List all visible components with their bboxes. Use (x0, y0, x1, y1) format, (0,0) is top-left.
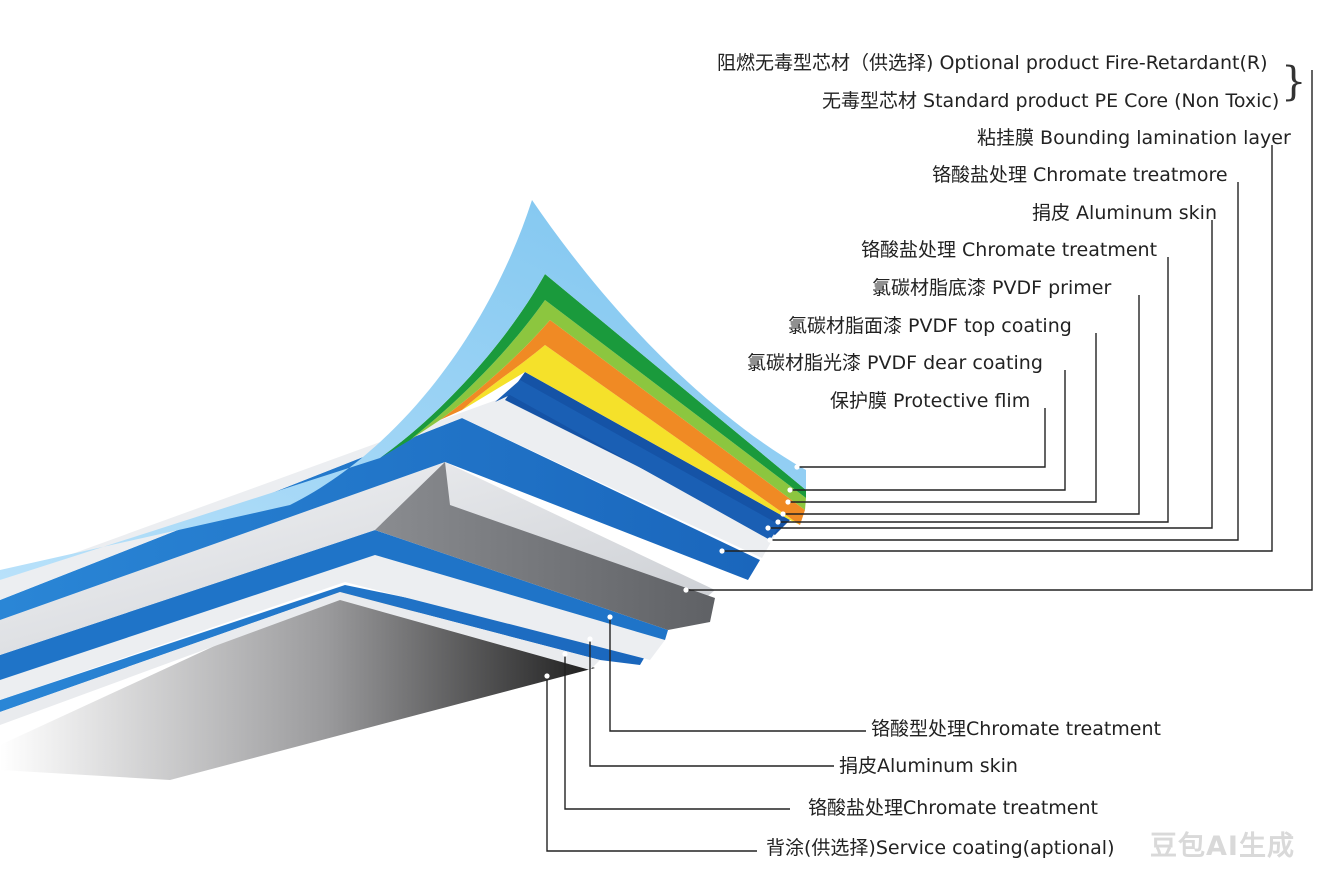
label-chromate-treatment-top: 铬酸盐处理 Chromate treatment (861, 239, 1158, 261)
leader-line (722, 145, 1273, 552)
leader-line (768, 220, 1213, 529)
label-bounding-lamination: 粘挂膜 Bounding lamination layer (977, 127, 1291, 149)
leader-dot (587, 636, 593, 642)
back-coating-layer (0, 588, 595, 780)
leader-line (778, 257, 1169, 523)
leader-dot (787, 487, 793, 493)
leader-dot (765, 525, 771, 531)
standard-core-label: 无毒型芯材 Standard product PE Core (Non Toxi… (822, 90, 1280, 112)
upper-white-layer (0, 395, 775, 600)
label-chromate-treatmore: 铬酸盐处理 Chromate treatmore (932, 164, 1228, 186)
label-pvdf-top-coating: 氯碳材脂面漆 PVDF top coating (788, 315, 1072, 337)
watermark: 豆包AI生成 (1150, 831, 1295, 862)
leader-dot (683, 587, 689, 593)
label-pvdf-primer: 氯碳材脂底漆 PVDF primer (872, 277, 1112, 299)
leader-line (788, 333, 1097, 503)
optional-core-label: 阻燃无毒型芯材（供选择) Optional product Fire-Retar… (717, 52, 1268, 74)
lower-white-layer (0, 555, 665, 700)
leader-dot (767, 537, 773, 543)
leader-dot (785, 499, 791, 505)
leader-line (770, 182, 1239, 541)
leader-line (589, 639, 834, 767)
label-chromate-treatment-bottom-2: 铬酸盐处理Chromate treatment (808, 797, 1098, 819)
leader-dot (562, 651, 568, 657)
label-protective-film: 保护膜 Protective flim (830, 390, 1031, 412)
label-chromate-treatment-bottom-1: 铬酸型处理Chromate treatment (871, 718, 1161, 740)
leader-line (797, 408, 1046, 468)
leader-dot (607, 614, 613, 620)
upper-aluminum-layer (0, 418, 760, 620)
leader-dot (719, 548, 725, 554)
label-pvdf-clear-coating: 氯碳材脂光漆 PVDF dear coating (747, 352, 1043, 374)
leader-dot (544, 673, 550, 679)
leader-dot (780, 511, 786, 517)
lower-chromate-layer (0, 592, 600, 725)
leader-dots (544, 464, 800, 679)
leader-dot (775, 519, 781, 525)
core-side-face (375, 462, 715, 630)
navy-layer-face (495, 380, 780, 540)
leader-line (783, 295, 1140, 515)
light-green-layer (410, 300, 806, 510)
lower-mid-blue-layer (0, 530, 668, 680)
label-aluminum-skin-bottom: 捐皮Aluminum skin (839, 755, 1018, 777)
brace-icon: } (1281, 59, 1307, 105)
green-clearcoat-layer (380, 274, 806, 498)
leader-line (609, 617, 866, 732)
leader-line (686, 70, 1313, 591)
core-top-face (0, 462, 715, 655)
leader-lines (546, 70, 1313, 852)
leader-line (564, 654, 790, 810)
label-service-coating: 背涂(供选择)Service coating(aptional) (766, 837, 1115, 859)
leader-line (790, 370, 1066, 491)
leader-dot (794, 464, 800, 470)
label-aluminum-skin-top: 捐皮 Aluminum skin (1032, 202, 1217, 224)
leader-line (546, 676, 757, 852)
